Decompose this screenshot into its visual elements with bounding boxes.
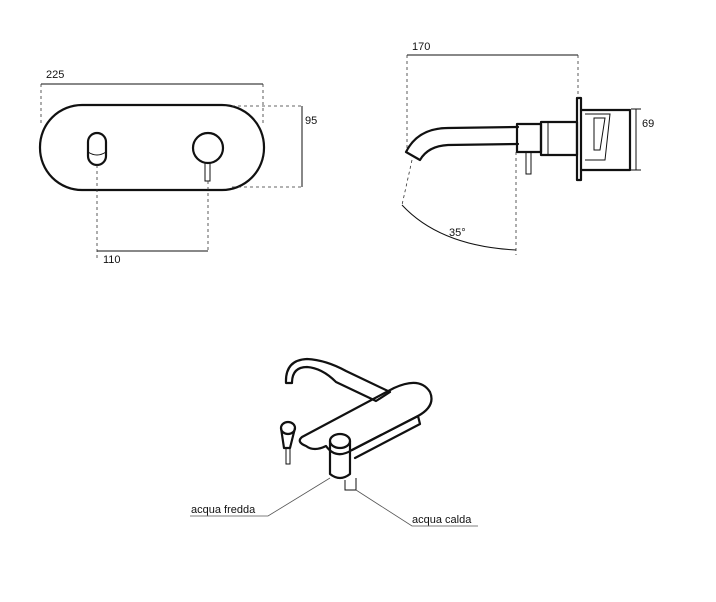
label-cold-water: acqua fredda [190, 477, 331, 517]
dim-angle-label: 35° [449, 227, 466, 239]
iso-plate [298, 381, 433, 456]
dim-spacing-label: 110 [103, 254, 121, 266]
iso-view: acqua fredda acqua calda [190, 357, 478, 527]
front-view: 225 95 110 [38, 69, 317, 266]
side-spout [404, 125, 520, 162]
front-plate [38, 103, 266, 192]
dim-height: 95 [232, 105, 317, 188]
iso-diverter [279, 420, 297, 465]
dim-spacing: 110 [96, 165, 209, 266]
dim-height-label: 95 [305, 115, 317, 127]
dim-side-height-label: 69 [642, 118, 654, 130]
dim-width: 225 [40, 69, 264, 126]
side-body [515, 122, 543, 154]
iso-mixer-handle [328, 432, 357, 491]
dim-side-height: 69 [631, 108, 654, 171]
side-view: 170 69 35° [401, 41, 654, 255]
side-diverter [525, 151, 532, 175]
side-wall-box [579, 108, 632, 172]
cold-water-label: acqua fredda [191, 504, 256, 516]
dim-depth: 170 [406, 41, 579, 150]
dim-angle: 35° [401, 152, 517, 255]
side-wall-plate [575, 96, 583, 182]
mixer-handle [191, 131, 225, 182]
dim-width-label: 225 [46, 69, 64, 81]
dim-depth-label: 170 [412, 41, 430, 53]
label-hot-water: acqua calda [355, 489, 478, 527]
hot-water-label: acqua calda [412, 514, 472, 526]
spout-outlet [86, 131, 108, 167]
iso-spout [284, 357, 392, 403]
